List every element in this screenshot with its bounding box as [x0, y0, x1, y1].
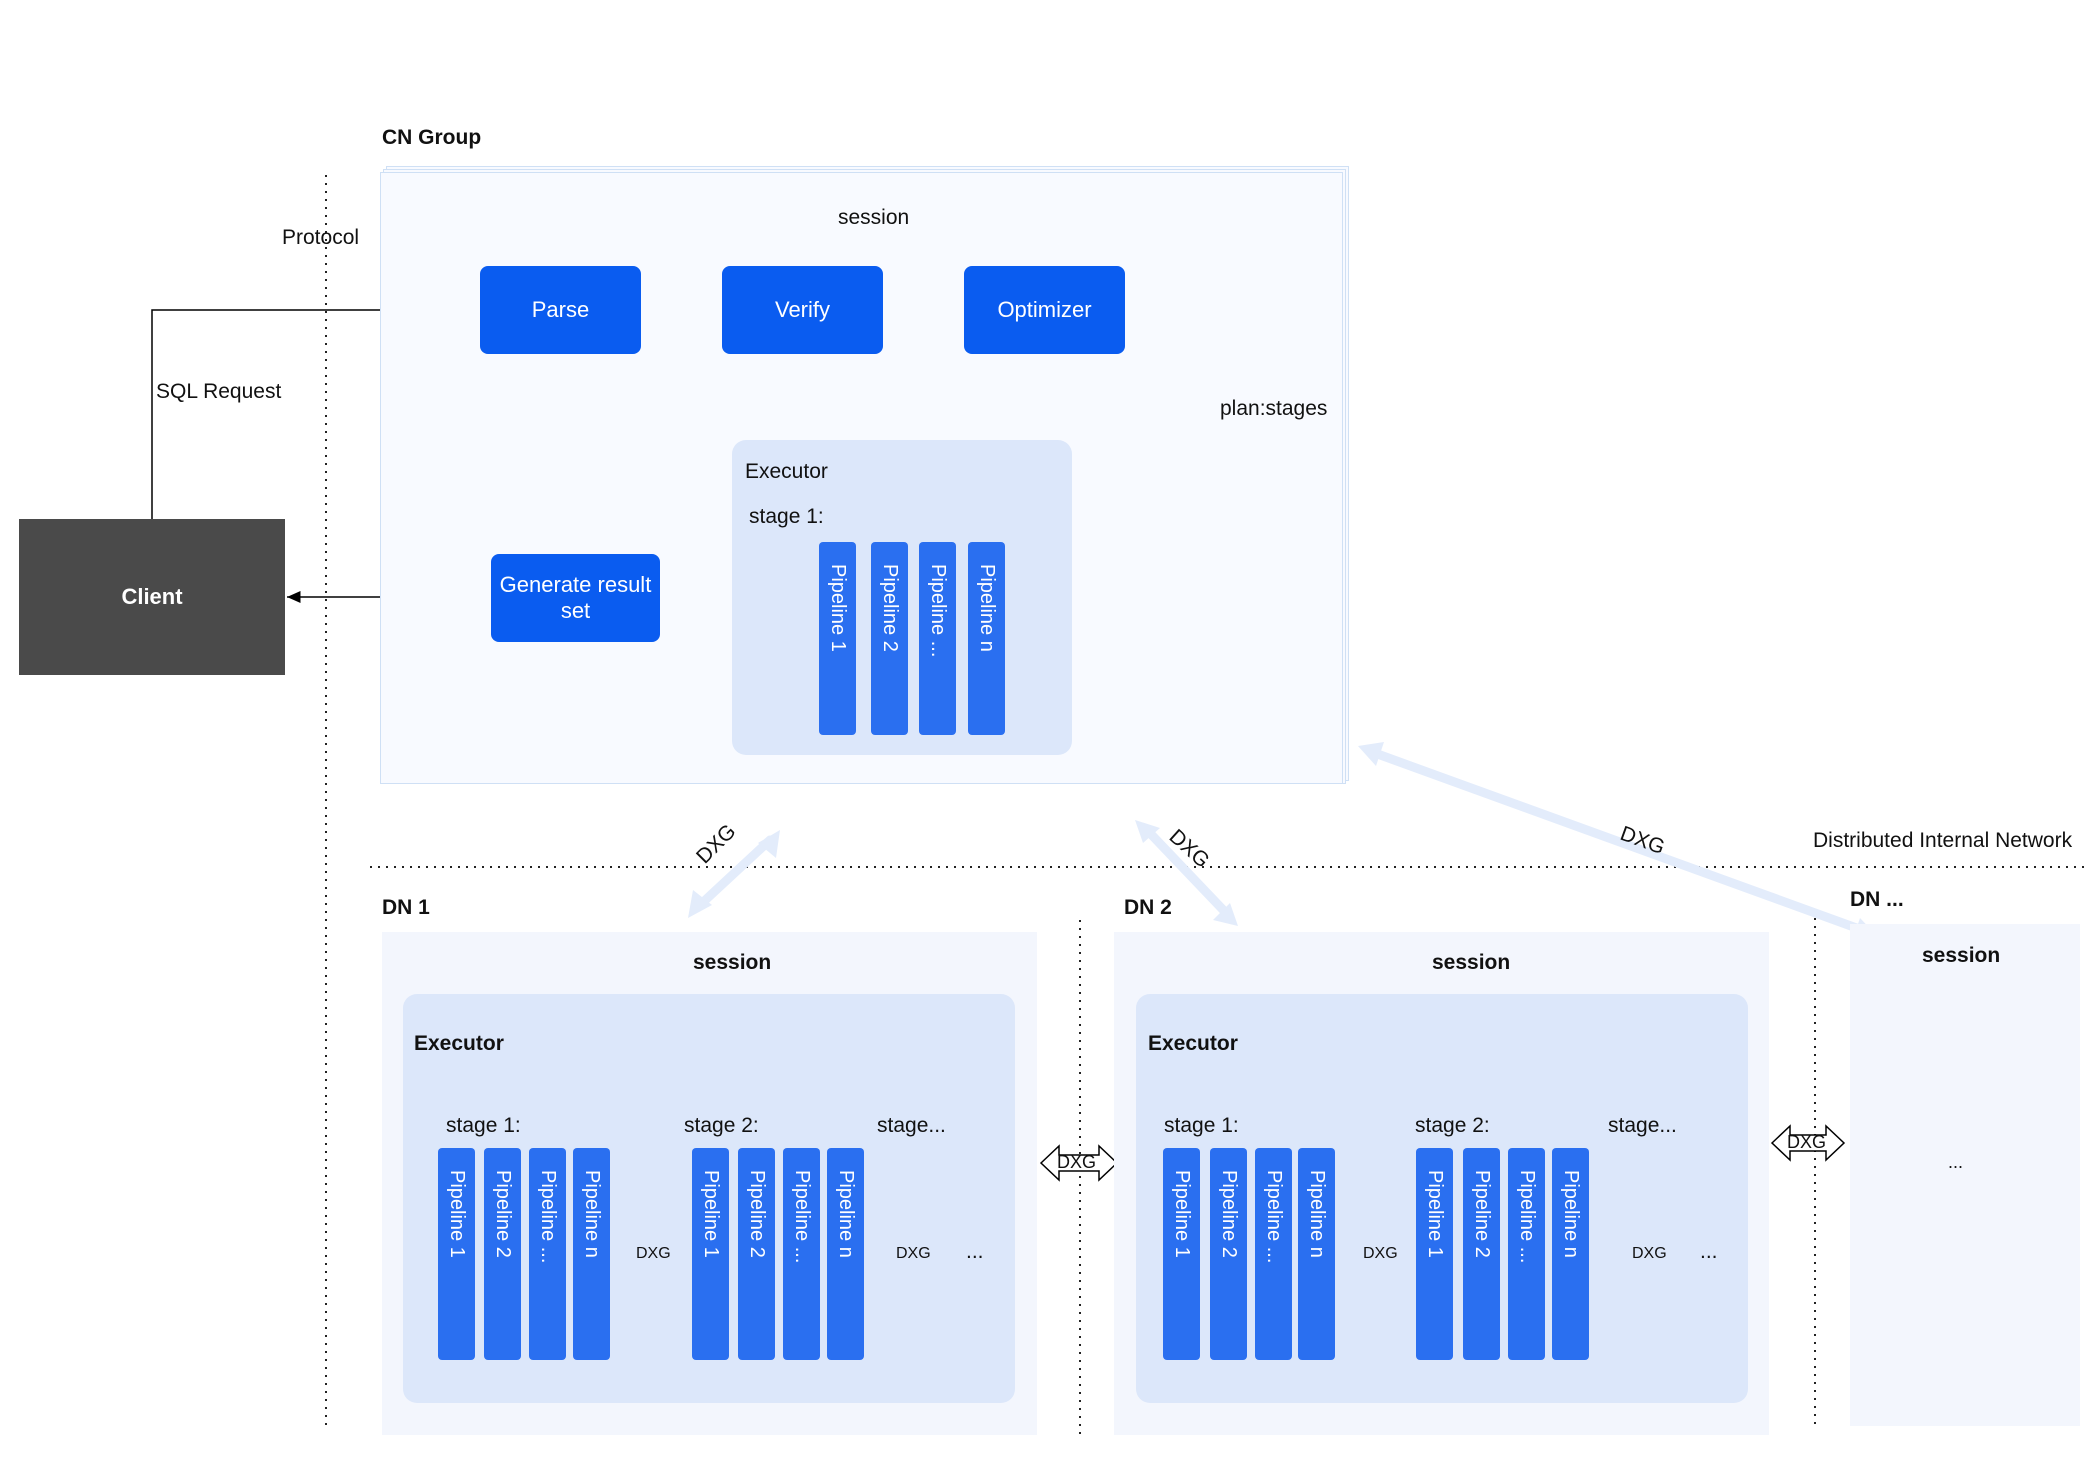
- dn2-session-label: session: [1432, 951, 1511, 974]
- verify-node: Verify: [722, 266, 883, 354]
- dxg-hollow-dn2-dn3: [1770, 1124, 1846, 1162]
- optimizer-node: Optimizer: [964, 266, 1125, 354]
- dn2-s2-pipeline-more: Pipeline ...: [1508, 1148, 1545, 1360]
- dn1-s1-pipeline-2: Pipeline 2: [484, 1148, 521, 1360]
- dn3-frame: [1850, 924, 2080, 1426]
- dxg-arrow-dn2: [1142, 825, 1233, 920]
- network-label: Distributed Internal Network: [1813, 829, 2073, 852]
- dn2-executor-label: Executor: [1148, 1032, 1238, 1055]
- cn-pipeline-1: Pipeline 1: [819, 542, 856, 735]
- cn-group-label: CN Group: [382, 126, 482, 149]
- cn-pipeline-n: Pipeline n: [968, 542, 1005, 735]
- dn2-stage1-label: stage 1:: [1164, 1114, 1239, 1137]
- dn2-s1-pipeline-n: Pipeline n: [1298, 1148, 1335, 1360]
- plan-stages-label: plan:stages: [1220, 397, 1328, 420]
- dn2-label: DN 2: [1124, 896, 1172, 919]
- client-node: Client: [19, 519, 285, 675]
- dn2-s1-pipeline-more: Pipeline ...: [1255, 1148, 1292, 1360]
- sql-request-arrow: [151, 304, 480, 519]
- dn2-stage2-label: stage 2:: [1415, 1114, 1490, 1137]
- dn2-dxg-b-label: DXG: [1632, 1245, 1667, 1262]
- dn1-session-label: session: [693, 951, 772, 974]
- dn1-s1-pipeline-more: Pipeline ...: [529, 1148, 566, 1360]
- cn-executor-label: Executor: [745, 460, 828, 483]
- dn3-session-label: session: [1922, 944, 2001, 967]
- dn2-s1-pipeline-2: Pipeline 2: [1210, 1148, 1247, 1360]
- dn1-s2-pipeline-1: Pipeline 1: [692, 1148, 729, 1360]
- parse-node: Parse: [480, 266, 641, 354]
- dxg-arrow-dn1: [695, 835, 775, 910]
- dn1-stage1-label: stage 1:: [446, 1114, 521, 1137]
- dn2-stage-more-label: stage...: [1608, 1114, 1677, 1137]
- cn-stage-label: stage 1:: [749, 505, 824, 528]
- dn1-more: ...: [966, 1240, 984, 1263]
- dn2-s2-pipeline-2: Pipeline 2: [1463, 1148, 1500, 1360]
- dn1-s1-pipeline-1: Pipeline 1: [438, 1148, 475, 1360]
- dn1-stage2-label: stage 2:: [684, 1114, 759, 1137]
- dn2-dxg-a-label: DXG: [1363, 1245, 1398, 1262]
- dn1-s1-pipeline-n: Pipeline n: [573, 1148, 610, 1360]
- dn1-label: DN 1: [382, 896, 430, 919]
- dn1-dxg-b-label: DXG: [896, 1245, 931, 1262]
- dn3-label: DN ...: [1850, 888, 1904, 911]
- sql-request-label: SQL Request: [156, 380, 282, 403]
- dn3-more: ...: [1948, 1152, 1964, 1172]
- cn-pipeline-more: Pipeline ...: [919, 542, 956, 735]
- dn1-s2-pipeline-n: Pipeline n: [827, 1148, 864, 1360]
- dn1-stage-more-label: stage...: [877, 1114, 946, 1137]
- dn1-executor-label: Executor: [414, 1032, 504, 1055]
- dn1-dxg-a-label: DXG: [636, 1245, 671, 1262]
- dn2-s2-pipeline-1: Pipeline 1: [1416, 1148, 1453, 1360]
- generate-result-node: Generate result set: [491, 554, 660, 642]
- cn-pipeline-2: Pipeline 2: [871, 542, 908, 735]
- dn2-s1-pipeline-1: Pipeline 1: [1163, 1148, 1200, 1360]
- dn1-dn2-dxg-label: DXG: [1057, 1152, 1097, 1172]
- dn2-dn3-dxg-label: DXG: [1787, 1132, 1827, 1152]
- dn1-s2-pipeline-2: Pipeline 2: [738, 1148, 775, 1360]
- dxg-arrow-dn3: [1367, 747, 1867, 935]
- dn2-s2-pipeline-n: Pipeline n: [1552, 1148, 1589, 1360]
- dn1-s2-pipeline-more: Pipeline ...: [783, 1148, 820, 1360]
- cn-session-label: session: [838, 206, 910, 229]
- protocol-label: Protocol: [282, 226, 360, 249]
- dn2-more: ...: [1700, 1240, 1718, 1263]
